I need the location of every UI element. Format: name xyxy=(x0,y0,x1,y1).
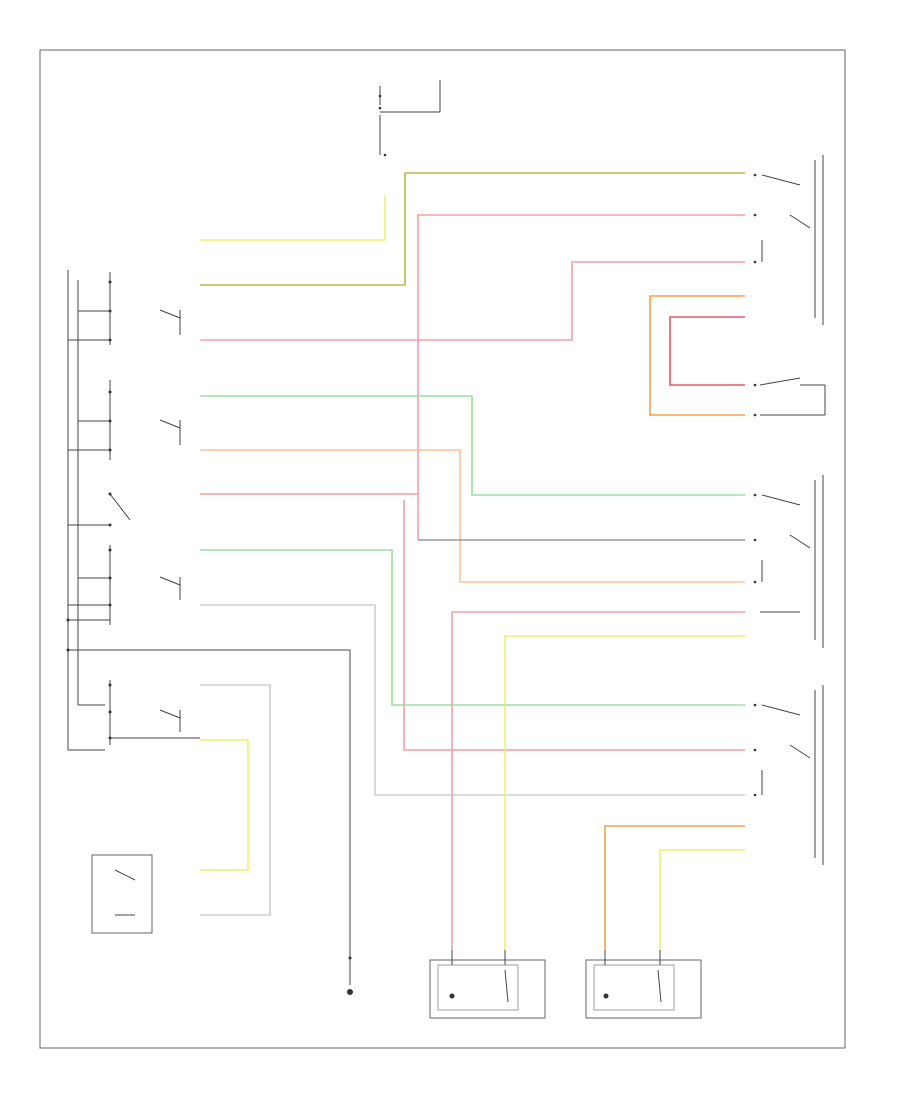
ground-symbol xyxy=(347,956,353,995)
rear-window-switch xyxy=(753,377,826,417)
wire-lt-grey-left xyxy=(200,684,271,916)
left-rear-switch xyxy=(753,475,824,648)
wire-lt-orange xyxy=(200,449,745,583)
wire-lt-grey xyxy=(200,604,745,796)
motor-left xyxy=(429,950,546,1019)
wire-yellow-left xyxy=(200,739,249,871)
wire-yellow-top xyxy=(200,195,386,241)
right-front-switch xyxy=(753,685,824,865)
wire-yellow-lower xyxy=(659,849,745,950)
wire-red-window xyxy=(451,611,745,950)
wire-green-lower xyxy=(200,549,745,706)
fuse-block xyxy=(378,80,441,157)
master-switch-assembly xyxy=(66,270,350,751)
page-border xyxy=(39,49,846,1049)
relay-box-left xyxy=(91,854,153,934)
wire-olive xyxy=(200,172,745,286)
wire-pink-upper xyxy=(417,214,745,540)
wire-green-upper xyxy=(200,395,745,496)
wire-orange-lower xyxy=(604,825,745,950)
wire-orange-right xyxy=(649,295,745,416)
wire-yellow-window xyxy=(504,635,745,950)
right-rear-switch xyxy=(753,155,824,325)
connector-top xyxy=(365,140,385,196)
wire-red-upper xyxy=(200,261,745,341)
motor-right xyxy=(585,950,702,1019)
wire-pink-lower xyxy=(403,500,745,751)
wire-red-right xyxy=(669,316,745,386)
